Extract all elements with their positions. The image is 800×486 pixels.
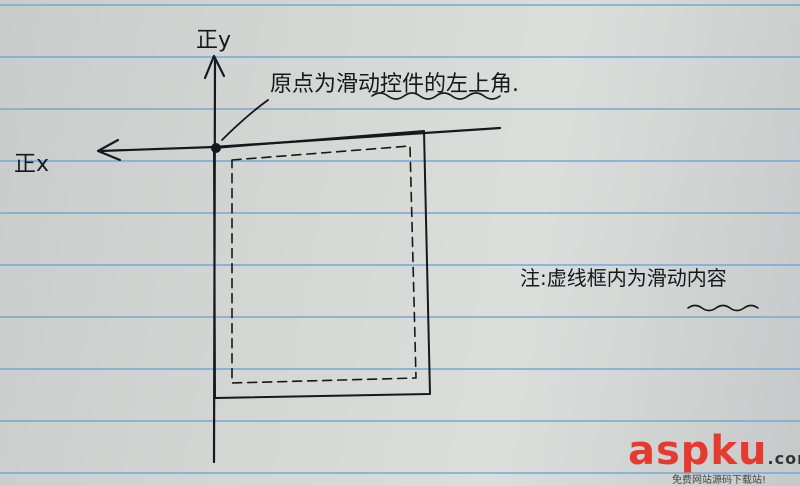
watermark-brand: aspku — [628, 428, 768, 474]
content-annotation: 注:虚线框内为滑动内容 — [520, 266, 727, 290]
watermark-tagline: 免费网站源码下载站! — [672, 475, 767, 486]
control-outline — [213, 130, 431, 399]
x-axis-line — [98, 126, 502, 153]
y-axis-arrowhead — [203, 54, 226, 80]
ruled-line — [0, 108, 800, 110]
ruled-line — [0, 212, 800, 214]
origin-annotation: 原点为滑动控件的左上角. — [270, 72, 519, 97]
ruled-line — [0, 368, 800, 370]
x-axis-arrowhead — [96, 138, 122, 162]
y-axis-label: 正y — [196, 28, 232, 53]
ruled-line — [0, 4, 800, 6]
ruled-line — [0, 56, 800, 58]
ruled-line — [0, 160, 800, 162]
origin-dot — [211, 143, 221, 153]
origin-pointer — [221, 99, 269, 141]
watermark-logo: aspku.com — [628, 428, 800, 474]
watermark-domain: .com — [767, 449, 800, 468]
ruled-line — [0, 472, 800, 474]
wavy-underline — [687, 304, 759, 312]
ruled-line — [0, 316, 800, 318]
content-dashed-outline — [231, 145, 417, 384]
x-axis-label: 正x — [14, 152, 50, 177]
ruled-line — [0, 420, 800, 422]
ruled-line — [0, 264, 800, 266]
wavy-underline — [371, 92, 501, 100]
